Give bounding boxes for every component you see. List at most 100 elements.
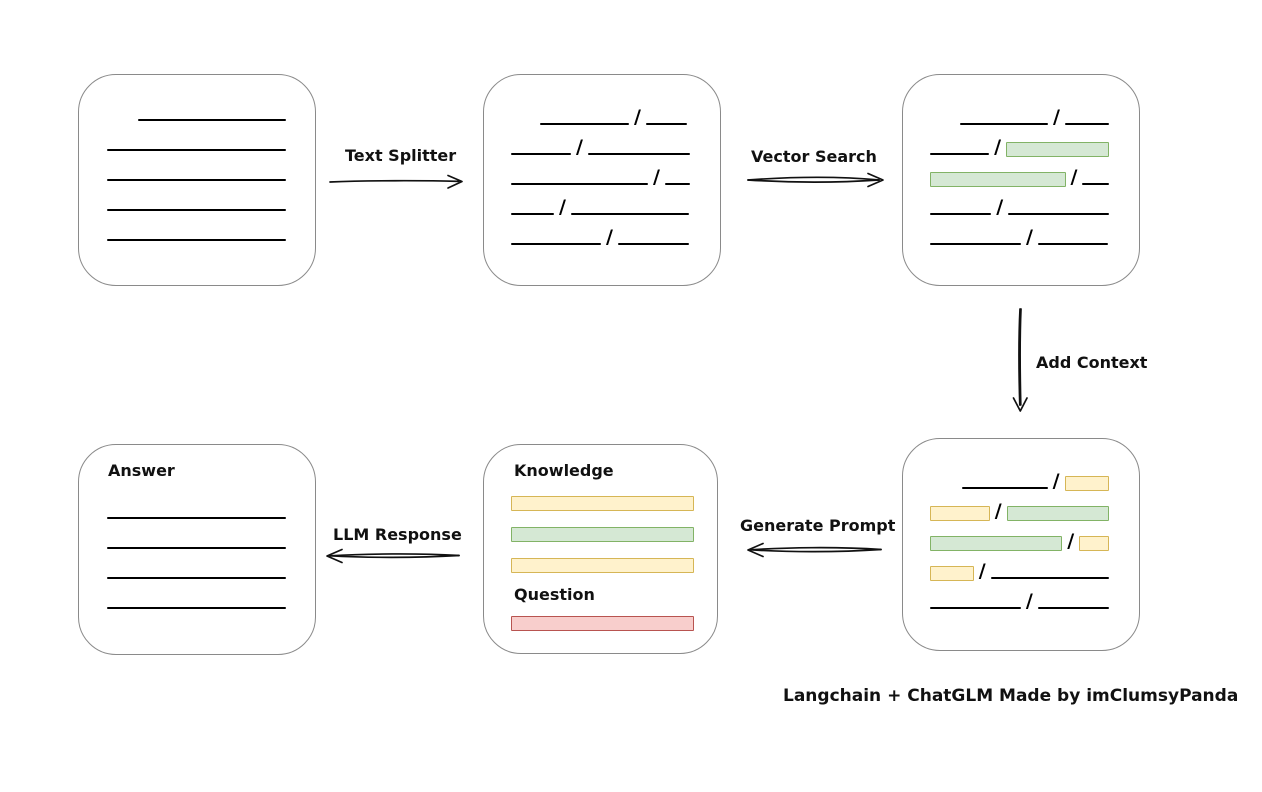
text-line xyxy=(107,577,286,579)
chunk-line xyxy=(962,487,1048,489)
slash-separator: / xyxy=(559,196,566,218)
chunk-line xyxy=(930,243,1021,245)
chunk-row: / xyxy=(930,157,1109,187)
chunk-row: / xyxy=(930,461,1109,491)
chunk-row: / xyxy=(930,491,1109,521)
chunk-row: / xyxy=(511,157,690,187)
chunk-highlight-green xyxy=(1006,506,1109,521)
chunk-row: / xyxy=(930,581,1109,611)
slash-separator: / xyxy=(634,106,641,128)
slash-separator: / xyxy=(994,500,1002,522)
chunk-line xyxy=(1037,243,1108,245)
text-line xyxy=(107,239,286,241)
add-context-label: Add Context xyxy=(1036,353,1148,372)
slash-separator: / xyxy=(1067,530,1075,552)
chunk-row: / xyxy=(930,217,1109,247)
context-chunk-rows: / / / / / xyxy=(930,461,1109,611)
chunk-line xyxy=(645,123,687,125)
text-line xyxy=(107,607,286,609)
answer-lines xyxy=(107,517,286,637)
matched-chunk-rows: / / / / / xyxy=(930,97,1109,247)
slash-separator: / xyxy=(1053,106,1060,128)
chunk-row: / xyxy=(930,127,1109,157)
chunk-highlight-yellow xyxy=(1079,536,1109,551)
knowledge-bars xyxy=(511,496,694,589)
chunk-line xyxy=(511,153,571,155)
chunk-highlight-yellow xyxy=(1064,476,1109,491)
slash-separator: / xyxy=(994,136,1002,158)
context-chunks-box: / / / / / xyxy=(902,438,1140,651)
chunk-row: / xyxy=(511,97,690,127)
prompt-box: Knowledge Question xyxy=(483,444,718,654)
slash-separator: / xyxy=(1052,470,1060,492)
chunk-line xyxy=(511,243,601,245)
chunk-row: / xyxy=(511,127,690,157)
chunk-line xyxy=(930,213,992,215)
slash-separator: / xyxy=(978,560,986,582)
vector-search-label: Vector Search xyxy=(751,147,877,166)
text-line xyxy=(107,209,286,211)
chunk-line xyxy=(1008,213,1109,215)
question-bars xyxy=(511,616,694,647)
chunk-line xyxy=(570,213,689,215)
document-lines xyxy=(107,119,286,269)
llm-response-arrow xyxy=(326,548,460,564)
slash-separator: / xyxy=(606,226,613,248)
chunk-highlight-yellow xyxy=(930,506,990,521)
slash-separator: / xyxy=(1070,166,1078,188)
chunk-line xyxy=(1082,183,1109,185)
text-splitter-label: Text Splitter xyxy=(345,146,457,165)
chunk-highlight-green xyxy=(930,536,1063,551)
chunk-line xyxy=(617,243,689,245)
slash-separator: / xyxy=(1025,590,1033,612)
text-line xyxy=(138,119,286,121)
answer-box: Answer xyxy=(78,444,316,655)
green-bar xyxy=(511,527,694,542)
yellow-bar xyxy=(511,558,694,573)
generate-prompt-label: Generate Prompt xyxy=(740,516,896,535)
slash-separator: / xyxy=(653,166,660,188)
vector-search-arrow xyxy=(747,172,884,188)
chunk-row: / xyxy=(511,187,690,217)
chunk-highlight-green xyxy=(930,172,1066,187)
chunk-line xyxy=(930,153,990,155)
answer-label: Answer xyxy=(108,461,175,480)
chunk-highlight-green xyxy=(1006,142,1109,157)
slash-separator: / xyxy=(576,136,583,158)
slash-separator: / xyxy=(996,196,1004,218)
chunk-line xyxy=(960,123,1049,125)
question-label: Question xyxy=(514,585,595,604)
text-splitter-arrow xyxy=(329,174,463,189)
red-bar xyxy=(511,616,694,631)
text-line xyxy=(107,517,286,519)
split-chunk-rows: / / / / / xyxy=(511,97,690,247)
chunk-line xyxy=(930,607,1021,609)
chunk-line xyxy=(540,123,629,125)
knowledge-label: Knowledge xyxy=(514,461,614,480)
chunk-line xyxy=(511,213,554,215)
text-line xyxy=(107,179,286,181)
chunk-line xyxy=(1064,123,1109,125)
chunk-line xyxy=(511,183,648,185)
chunk-row: / xyxy=(930,97,1109,127)
matched-chunks-box: / / / / / xyxy=(902,74,1140,286)
slash-separator: / xyxy=(1026,226,1033,248)
chunk-highlight-yellow xyxy=(930,566,974,581)
chunk-line xyxy=(664,183,690,185)
chunk-row: / xyxy=(930,551,1109,581)
chunk-row: / xyxy=(511,217,690,247)
add-context-arrow xyxy=(1012,308,1028,412)
diagram-caption: Langchain + ChatGLM Made by imClumsyPand… xyxy=(783,686,1239,706)
chunk-line xyxy=(587,153,690,155)
text-line xyxy=(107,149,286,151)
chunk-row: / xyxy=(930,187,1109,217)
chunk-row: / xyxy=(930,521,1109,551)
llm-response-label: LLM Response xyxy=(333,525,462,544)
chunk-line xyxy=(1037,607,1109,609)
source-document-box xyxy=(78,74,316,286)
text-line xyxy=(107,547,286,549)
chunk-line xyxy=(990,577,1109,579)
split-chunks-box: / / / / / xyxy=(483,74,721,286)
generate-prompt-arrow xyxy=(747,542,882,558)
